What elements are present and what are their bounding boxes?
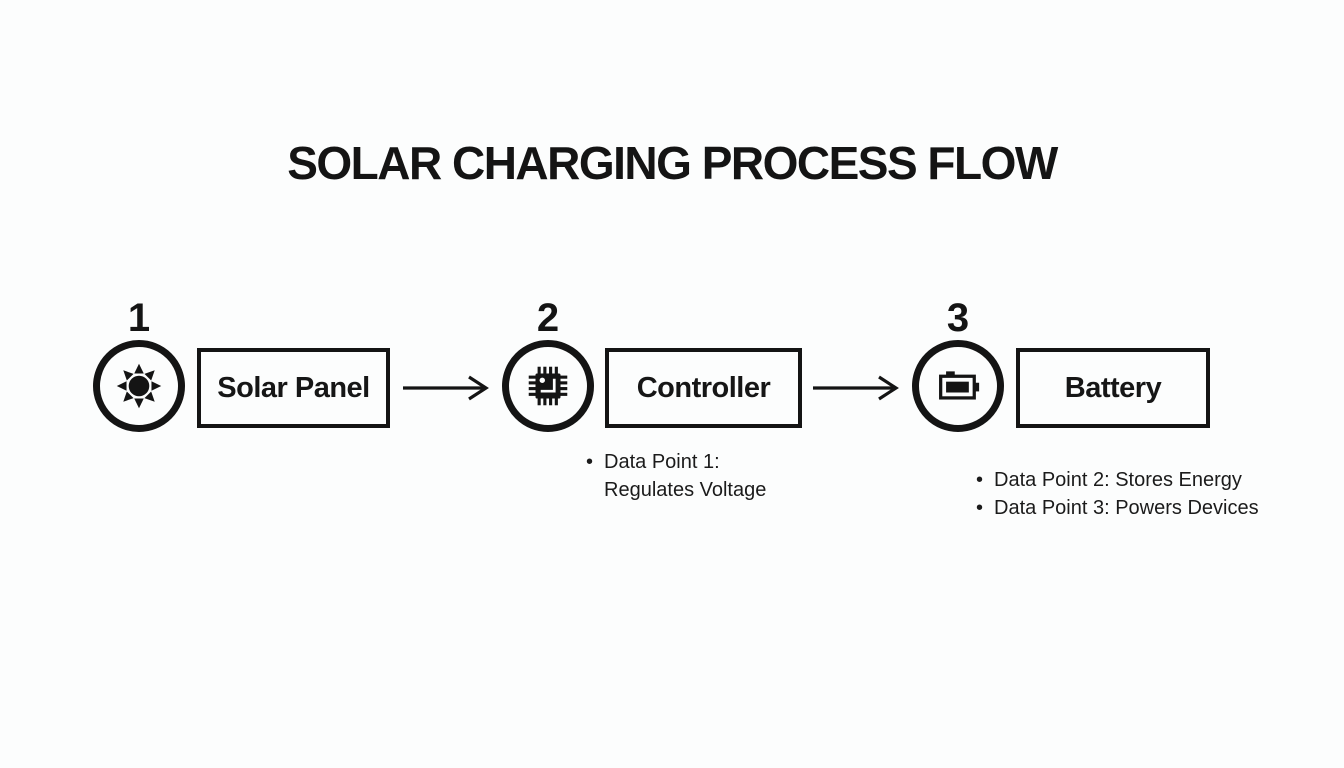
step-number-1: 1 (127, 296, 151, 340)
data-point-item: • Data Point 3: Powers Devices (976, 494, 1259, 522)
step-label-solar-panel: Solar Panel (217, 371, 370, 404)
step-number-3: 3 (946, 296, 970, 340)
step-circle-controller (502, 340, 594, 432)
data-point-text: Data Point 2: Stores Energy (994, 469, 1242, 491)
page-title: SOLAR CHARGING PROCESS FLOW (287, 137, 1058, 189)
step-box-battery: Battery (1016, 348, 1210, 428)
bullet-dot: • (976, 497, 984, 519)
step-circle-solar (93, 340, 185, 432)
step-label-controller: Controller (636, 371, 771, 404)
data-point-item: • Data Point 2: Stores Energy (976, 466, 1259, 494)
battery-icon (939, 371, 980, 400)
sun-icon (116, 363, 162, 409)
step-number-2: 2 (536, 296, 560, 340)
battery-datapoints-list: • Data Point 2: Stores Energy • Data Poi… (976, 466, 1259, 522)
data-point-text: Data Point 3: Powers Devices (994, 497, 1259, 519)
data-point-item: • Data Point 1: Regulates Voltage (586, 448, 774, 504)
controller-datapoints-list: • Data Point 1: Regulates Voltage (586, 448, 774, 504)
step-circle-battery (912, 340, 1004, 432)
step-box-controller: Controller (605, 348, 802, 428)
flow-arrow-1-icon (403, 375, 489, 401)
step-box-solar-panel: Solar Panel (197, 348, 390, 428)
flow-arrow-2-icon (813, 375, 899, 401)
data-point-text: Data Point 1: Regulates Voltage (604, 451, 767, 501)
bullet-dot: • (586, 451, 594, 473)
bullet-dot: • (976, 469, 984, 491)
chip-icon (528, 366, 568, 406)
step-label-battery: Battery (1064, 371, 1162, 404)
